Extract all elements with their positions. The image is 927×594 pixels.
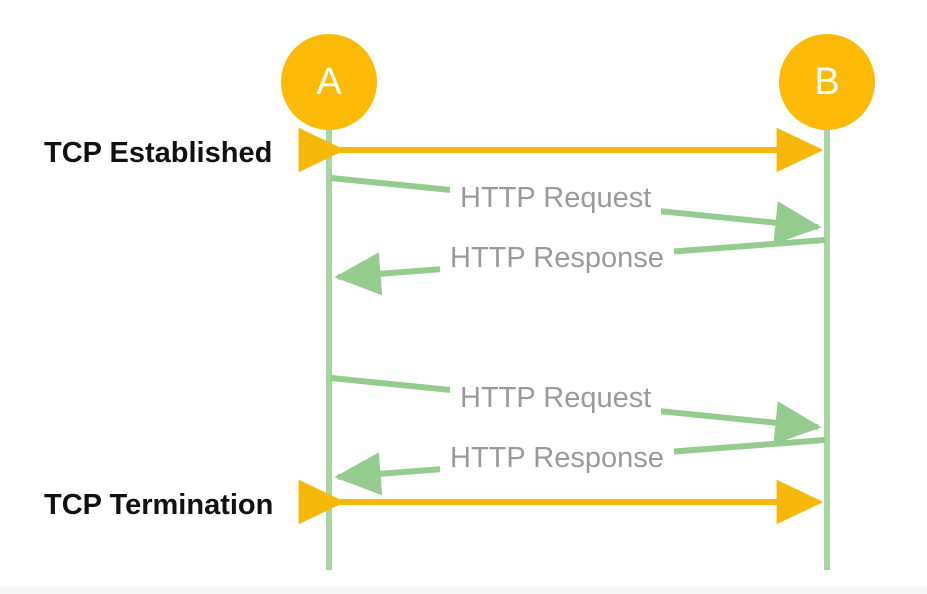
http-request-1-label: HTTP Request (450, 180, 662, 218)
tcp-termination-label: TCP Termination (40, 488, 278, 523)
http-response-2-label: HTTP Response (440, 440, 674, 478)
http-response-1-label: HTTP Response (440, 240, 674, 278)
actor-circle-b[interactable] (779, 34, 875, 130)
http-request-2-label: HTTP Request (450, 380, 662, 418)
tcp-established-label: TCP Established (40, 136, 277, 171)
actor-circle-a[interactable] (281, 34, 377, 130)
bottom-divider (0, 586, 927, 594)
